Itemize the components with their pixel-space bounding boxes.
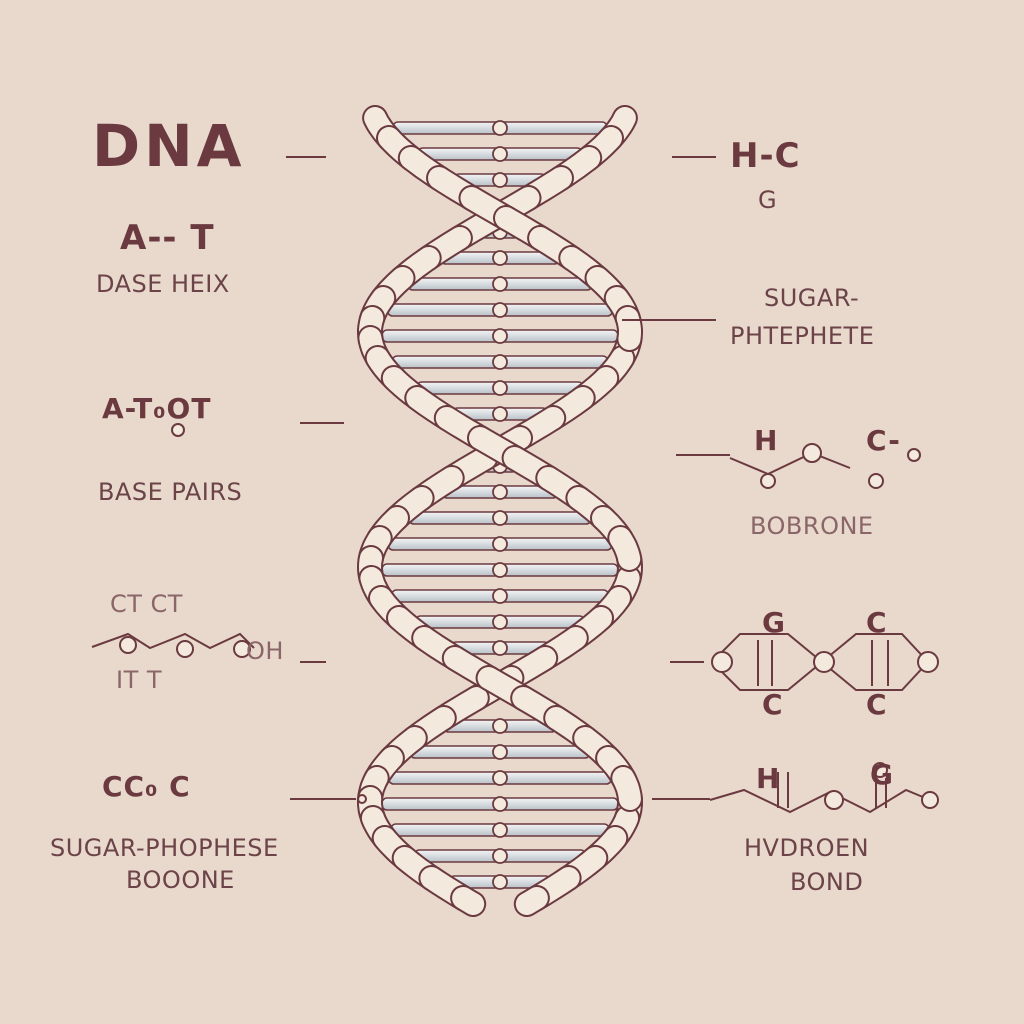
- hydrogen-bond-node: [492, 718, 508, 734]
- atom-node: [233, 640, 251, 658]
- hydrogen-bond-node: [492, 796, 508, 812]
- hydrogen-bond-node: [492, 120, 508, 136]
- sugar-caption-line2: PHTEPHETE: [730, 322, 875, 350]
- backbone-strand-b: [515, 887, 548, 915]
- atom-node: [907, 448, 921, 462]
- hydrogen-bond-node: [492, 354, 508, 370]
- backbone-strand-a: [609, 527, 641, 570]
- hydrogen-bond-node: [492, 328, 508, 344]
- chain-bottom-label: IT T: [116, 666, 163, 694]
- bond-line: [91, 632, 255, 650]
- backbone-strand-b: [616, 307, 641, 350]
- molecule-chain-icon: [91, 423, 939, 814]
- chain-oh-label: OH: [246, 637, 284, 665]
- hydrogen-bond-node: [492, 848, 508, 864]
- hc-label: H-C: [730, 136, 801, 176]
- base-pair-atot-label: A-T₀OT: [102, 392, 212, 425]
- hydrogen-caption-line1: HVDROEN: [744, 834, 870, 862]
- backbone-caption-line2: BOOONE: [126, 866, 235, 894]
- bond-line: [821, 633, 930, 691]
- hydrogen-bond-node: [492, 484, 508, 500]
- title-dna: DNA: [92, 112, 246, 180]
- hydrogen-bond-node: [492, 614, 508, 630]
- bond-line: [729, 451, 851, 476]
- hydrogen-bond-node: [492, 822, 508, 838]
- hydrogen-bond-node: [492, 276, 508, 292]
- base-pairs-caption: BASE PAIRS: [98, 478, 243, 506]
- leader-dot: [357, 794, 367, 804]
- leader-lines: [286, 156, 730, 804]
- hydrogen-bond-node: [492, 588, 508, 604]
- hydrogen-caption-line2: BOND: [790, 868, 864, 896]
- atom-node: [872, 762, 888, 778]
- hydrogen-bond-node: [492, 302, 508, 318]
- backbone-strand-b: [612, 767, 641, 810]
- atom-node: [802, 443, 822, 463]
- atom-node: [176, 640, 194, 658]
- hc-sub-label: G: [758, 186, 778, 214]
- bobrone-caption: BOBRONE: [750, 512, 874, 540]
- hydrogen-bond-node: [492, 510, 508, 526]
- hydrogen-bond-node: [492, 250, 508, 266]
- base-pair-at-label: A-- T: [120, 218, 215, 258]
- chain-top-label: CT CT: [110, 590, 183, 618]
- hbond-h-label: H: [756, 762, 781, 795]
- atom-node: [119, 636, 137, 654]
- cc-label: CC₀ C: [102, 770, 191, 803]
- molecule-h-label: H: [754, 424, 779, 457]
- bond-line: [709, 788, 931, 814]
- double-helix-icon: [356, 105, 644, 917]
- ring-g-label: G: [762, 606, 786, 639]
- hydrogen-bond-node: [492, 640, 508, 656]
- backbone-caption-line1: SUGAR-PHOPHESE: [50, 834, 279, 862]
- ring-c-bottom-left-label: C: [762, 688, 784, 721]
- atom-node: [917, 651, 939, 673]
- hydrogen-bond-node: [492, 172, 508, 188]
- hydrogen-bond-node: [492, 146, 508, 162]
- hydrogen-bond-node: [492, 874, 508, 890]
- atom-node: [171, 423, 185, 437]
- atom-node: [711, 651, 733, 673]
- atom-node: [868, 473, 884, 489]
- hydrogen-bond-node: [492, 536, 508, 552]
- hydrogen-bond-node: [492, 406, 508, 422]
- atom-node: [824, 790, 844, 810]
- base-pair-rungs: [381, 120, 619, 890]
- ring-c-bottom-right-label: C: [866, 688, 888, 721]
- ring-c-top-label: C: [866, 606, 888, 639]
- hydrogen-bond-node: [492, 770, 508, 786]
- hydrogen-bond-node: [492, 562, 508, 578]
- hydrogen-bond-node: [492, 744, 508, 760]
- backbone-strand-a: [452, 887, 485, 915]
- hbond-g-label: G: [870, 758, 894, 791]
- base-helix-caption: DASE HEIX: [96, 270, 230, 298]
- molecule-c-label: C-: [866, 424, 901, 457]
- atom-node: [921, 791, 939, 809]
- sugar-caption-line1: SUGAR-: [764, 284, 860, 312]
- atom-node: [760, 473, 776, 489]
- atom-node: [813, 651, 835, 673]
- hydrogen-bond-node: [492, 380, 508, 396]
